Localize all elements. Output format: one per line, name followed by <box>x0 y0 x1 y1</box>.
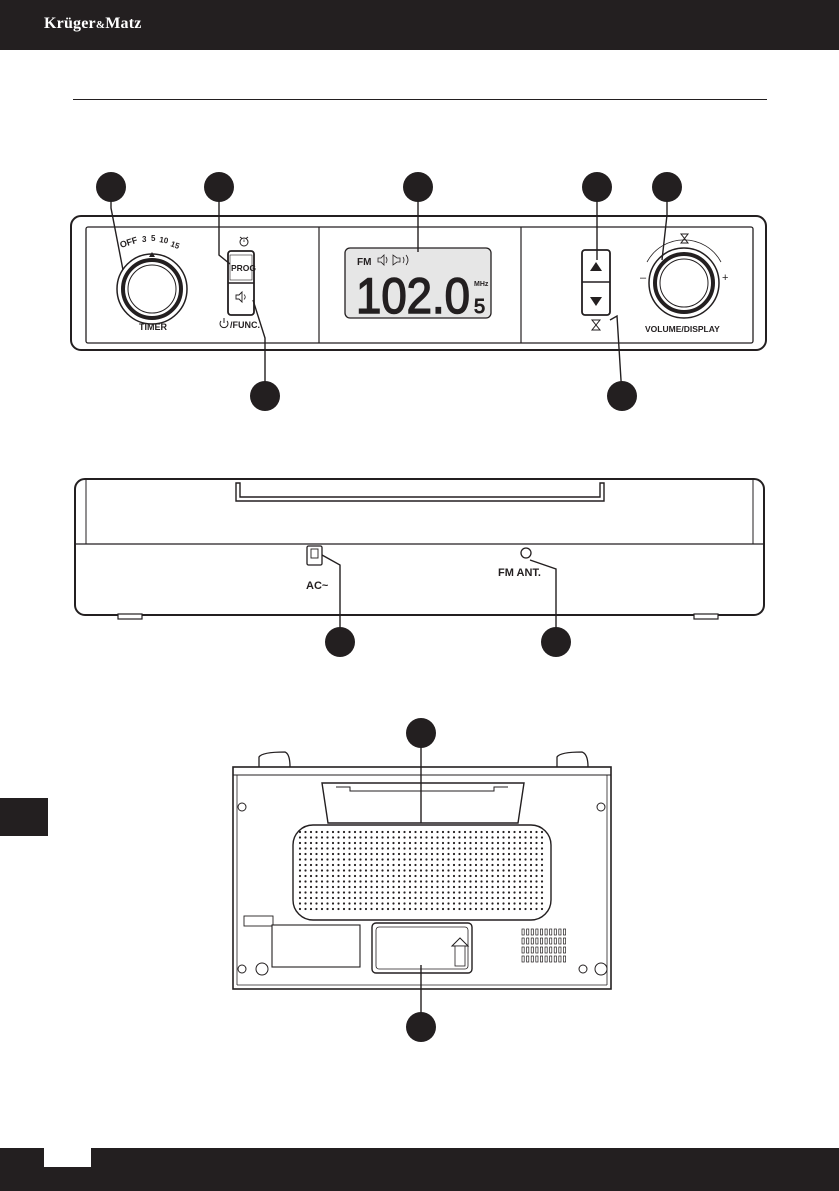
prog-label: PROG <box>231 263 256 273</box>
callout-8 <box>325 627 355 657</box>
rating-label-area <box>272 925 360 967</box>
callout-9 <box>541 627 571 657</box>
rear-view: AC~ FM ANT. <box>75 479 764 657</box>
battery-cover <box>372 923 472 973</box>
lcd-frequency: 102.0 <box>356 268 470 324</box>
callout-1 <box>96 172 126 202</box>
lcd-band: FM <box>357 257 371 268</box>
lcd-digit: 5 <box>474 296 485 318</box>
callout-6 <box>250 381 280 411</box>
volume-label: VOLUME/DISPLAY <box>645 324 720 334</box>
lcd-unit: MHz <box>474 281 489 288</box>
timer-scale-5: 5 <box>151 234 156 243</box>
callout-2 <box>204 172 234 202</box>
ac-label: AC~ <box>306 580 329 592</box>
antenna-label: FM ANT. <box>498 567 541 579</box>
speaker-grille <box>293 825 551 920</box>
front-view: OFF 3 5 10 15 TIMER PROG /FUNC. FM <box>71 172 766 411</box>
func-label: /FUNC. <box>230 320 260 330</box>
antenna-socket <box>521 548 531 558</box>
timer-label: TIMER <box>139 322 167 332</box>
callout-3 <box>403 172 433 202</box>
volume-minus: – <box>640 272 647 284</box>
callout-10 <box>406 718 436 748</box>
callout-7 <box>607 381 637 411</box>
timer-scale-3: 3 <box>142 235 147 244</box>
callout-4 <box>582 172 612 202</box>
bottom-view <box>233 718 611 1042</box>
volume-plus: + <box>722 272 728 284</box>
callout-11 <box>406 1012 436 1042</box>
ac-socket <box>307 546 322 565</box>
callout-5 <box>652 172 682 202</box>
bottom-bracket <box>322 783 524 823</box>
